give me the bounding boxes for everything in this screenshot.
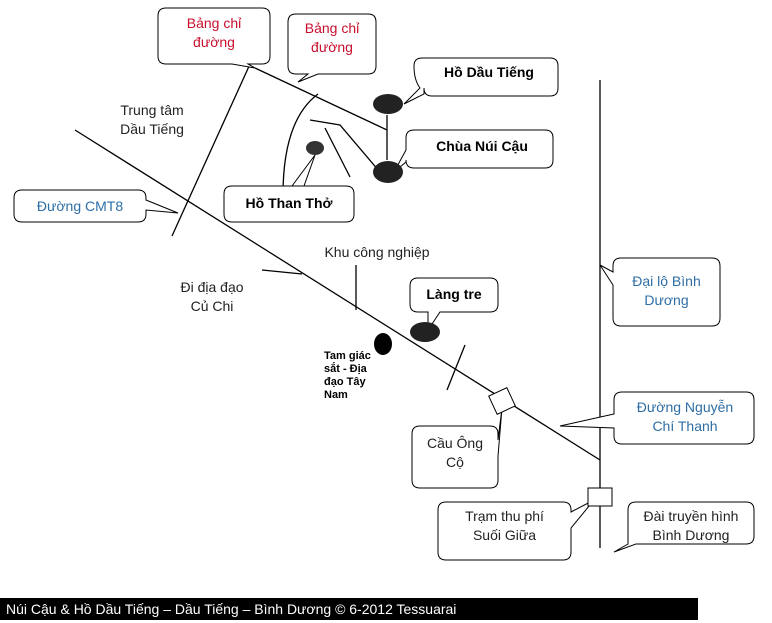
cross-road-dia-dao: [261, 269, 303, 275]
callout-ho-dau-tieng: [403, 57, 559, 105]
callout-tram-thu-phi: [437, 499, 595, 561]
branch-ho-dau-tieng: [254, 67, 388, 131]
main-road: [74, 129, 601, 461]
callout-ho-than-tho: [223, 154, 355, 223]
label-duong-cmt8: Đường CMT8: [36, 198, 124, 214]
callout-duong-cmt8: [13, 189, 179, 223]
label-duong-nguyen-chi-thanh: Đường Nguyễn Chí Thanh: [636, 399, 734, 434]
label-bang-chi-duong-2: Bảng chỉ đường: [304, 20, 360, 55]
label-lang-tre: Làng tre: [426, 286, 482, 302]
callout-dai-lo-binh-duong: [599, 257, 721, 327]
label-tram-thu-phi: Trạm thu phí Suối Giữa: [465, 508, 544, 543]
branch-lake-shore: [309, 119, 386, 179]
branch-lake-inner: [324, 127, 351, 178]
marker-tram-thu-phi: [587, 487, 613, 507]
marker-chua-nui-cau: [373, 161, 403, 183]
callout-cau-ong-co: [411, 407, 503, 489]
label-dai-truyen-hinh: Đài truyền hình Bình Dương: [643, 508, 739, 543]
roads: [74, 19, 601, 548]
label-di-dia-dao-cu-chi: Đi địa đạo Củ Chi: [180, 279, 244, 314]
callout-duong-nguyen-chi-thanh: [559, 391, 755, 445]
marker-ho-dau-tieng: [373, 94, 403, 114]
callout-chua-nui-cau: [393, 129, 554, 173]
label-trung-tam-dau-tieng: Trung tâm Dầu Tiếng: [120, 102, 184, 137]
callout-dai-truyen-hinh: [613, 501, 755, 553]
label-ho-dau-tieng: Hồ Dầu Tiếng: [444, 64, 534, 80]
callout-lang-tre: [409, 277, 499, 332]
label-dai-lo-binh-duong: Đại lộ Bình Dương: [632, 273, 701, 308]
caption-bar: Núi Cậu & Hồ Dầu Tiếng – Dầu Tiếng – Bìn…: [0, 598, 698, 620]
marker-cau-ong-co: [488, 387, 516, 415]
marker-tam-giac-sat: [374, 333, 392, 355]
cross-road-tam-giac-sat: [446, 344, 466, 391]
label-ho-than-tho: Hồ Than Thở: [245, 195, 333, 211]
label-tam-giac-sat: Tam giác sắt - Địa đạo Tây Nam: [324, 350, 371, 401]
label-chua-nui-cau: Chùa Núi Cậu: [436, 138, 528, 154]
callout-bang-chi-duong-2: [287, 13, 377, 83]
label-cau-ong-co: Cầu Ông Cộ: [426, 435, 484, 470]
marker-ho-than-tho: [306, 141, 324, 155]
label-khu-cong-nghiep: Khu công nghiệp: [324, 244, 430, 260]
label-bang-chi-duong-1: Bảng chỉ đường: [186, 15, 242, 50]
branch-curve-lake: [282, 93, 319, 196]
marker-lang-tre: [410, 322, 440, 342]
callout-bang-chi-duong-1: [157, 7, 271, 69]
markers: [306, 94, 613, 507]
callouts: [13, 7, 755, 561]
